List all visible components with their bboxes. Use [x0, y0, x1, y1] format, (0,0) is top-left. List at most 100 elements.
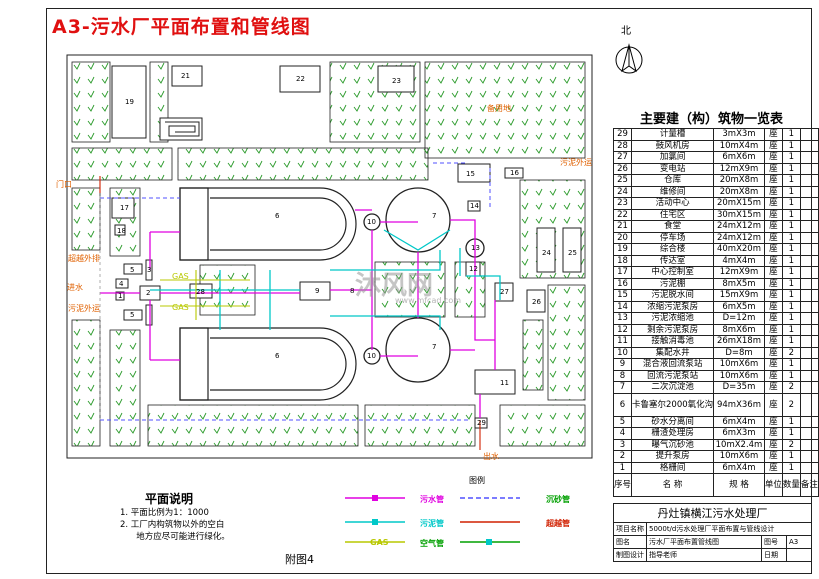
table-cell-qty: 1 — [781, 369, 801, 382]
num-9: 9 — [315, 287, 320, 295]
gate-label: 门口 — [56, 180, 72, 189]
num-2: 2 — [146, 289, 151, 297]
table-cell-spec: 20mX15m — [713, 197, 765, 210]
table-cell-no: 16 — [612, 277, 633, 290]
table-cell-unit: 座 — [763, 139, 783, 152]
note-2: 2. 工厂内构筑物以外的空白 — [120, 520, 225, 530]
appendix-label: 附图4 — [285, 553, 314, 566]
building-15 — [457, 163, 491, 183]
table-cell-note — [799, 312, 819, 325]
building-25 — [562, 227, 582, 273]
table-cell-name: 维修间 — [631, 185, 715, 198]
outlet-label: 出水 — [483, 452, 499, 461]
table-cell-name: 混合液回流泵站 — [631, 358, 715, 371]
num-19: 19 — [125, 98, 134, 106]
table-cell-unit: 座 — [763, 243, 783, 256]
north-arrow-icon — [615, 43, 643, 74]
table-cell-note — [799, 197, 819, 210]
table-cell-qty: 1 — [781, 254, 801, 267]
table-cell-qty: 1 — [781, 162, 801, 175]
num-6a: 6 — [275, 212, 280, 220]
table-cell-unit: 座 — [763, 381, 783, 394]
notes-title: 平面说明 — [145, 492, 194, 506]
date-label: 日期 — [761, 548, 787, 562]
table-cell-no: 27 — [612, 151, 633, 164]
table-cell-unit: 座 — [763, 185, 783, 198]
buildings — [111, 65, 582, 429]
bypass-pipes — [99, 176, 481, 450]
pump-9 — [299, 281, 331, 301]
num-5a: 5 — [130, 266, 135, 274]
table-cell-qty: 1 — [781, 450, 801, 463]
screen-1 — [115, 291, 125, 301]
table-cell-spec: D=8m — [713, 346, 765, 359]
table-cell-no: 14 — [612, 300, 633, 313]
table-cell-name: 格栅间 — [631, 461, 715, 474]
table-cell-unit: 座 — [763, 415, 783, 428]
table-cell-qty: 2 — [781, 438, 801, 451]
legend-bypass: 超越管 — [546, 519, 570, 528]
table-cell-name: 集配水井 — [631, 346, 715, 359]
num-28: 28 — [196, 288, 205, 296]
num-7b: 7 — [432, 343, 437, 351]
table-cell-no: 19 — [612, 243, 633, 256]
table-cell-spec: 20mX8m — [713, 174, 765, 187]
table-cell-qty: 1 — [781, 128, 801, 141]
table-cell-note — [799, 128, 819, 141]
table-cell-no: 5 — [612, 415, 633, 428]
num-16: 16 — [510, 169, 519, 177]
table-cell-note — [799, 162, 819, 175]
table-header-name: 名 称 — [631, 473, 715, 497]
teacher-label: 指导老师 — [646, 548, 762, 562]
table-cell-unit: 座 — [763, 392, 783, 417]
note-1: 1. 平面比例为1：1000 — [120, 508, 209, 518]
gas-label-1: GAS — [172, 272, 189, 281]
table-header-row: 序号名 称规 格单位数量备注 — [612, 473, 819, 497]
table-cell-unit: 座 — [763, 208, 783, 221]
watermark: 沐风网 — [355, 271, 434, 301]
num-4: 4 — [119, 280, 124, 288]
table-cell-unit: 座 — [763, 323, 783, 336]
table-cell-no: 2 — [612, 450, 633, 463]
table-cell-spec: 24mX12m — [713, 220, 765, 233]
table-cell-note — [799, 381, 819, 394]
table-cell-note — [799, 139, 819, 152]
table-cell-qty: 1 — [781, 289, 801, 302]
table-cell-name: 栅渣处理房 — [631, 427, 715, 440]
table-cell-unit: 座 — [763, 220, 783, 233]
legend-grit: 沉砂管 — [546, 495, 570, 504]
table-cell-spec: D=35m — [713, 381, 765, 394]
company-name: 丹灶镇横江污水处理厂 — [613, 503, 812, 523]
table-header-unit: 单位 — [763, 473, 783, 497]
table-cell-unit: 座 — [763, 128, 783, 141]
table-cell-spec: 94mX36m — [713, 392, 765, 417]
table-cell-note — [799, 438, 819, 451]
grit-5a — [123, 263, 143, 275]
table-cell-name: 加氯间 — [631, 151, 715, 164]
table-cell-qty: 1 — [781, 266, 801, 279]
sheet-number: A3 — [786, 535, 812, 549]
num-29: 29 — [477, 419, 486, 427]
parking-pattern — [165, 121, 200, 137]
table-cell-note — [799, 358, 819, 371]
num-15: 15 — [466, 170, 475, 178]
table-cell-unit: 座 — [763, 427, 783, 440]
table-cell-no: 15 — [612, 289, 633, 302]
table-cell-qty: 1 — [781, 185, 801, 198]
table-cell-no: 18 — [612, 254, 633, 267]
table-cell-name: 仓库 — [631, 174, 715, 187]
num-10b: 10 — [367, 352, 376, 360]
table-cell-spec: 4mX4m — [713, 254, 765, 267]
table-cell-unit: 座 — [763, 174, 783, 187]
table-cell-spec: 10mX6m — [713, 369, 765, 382]
table-cell-note — [799, 174, 819, 187]
table-cell-note — [799, 323, 819, 336]
table-cell-no: 24 — [612, 185, 633, 198]
